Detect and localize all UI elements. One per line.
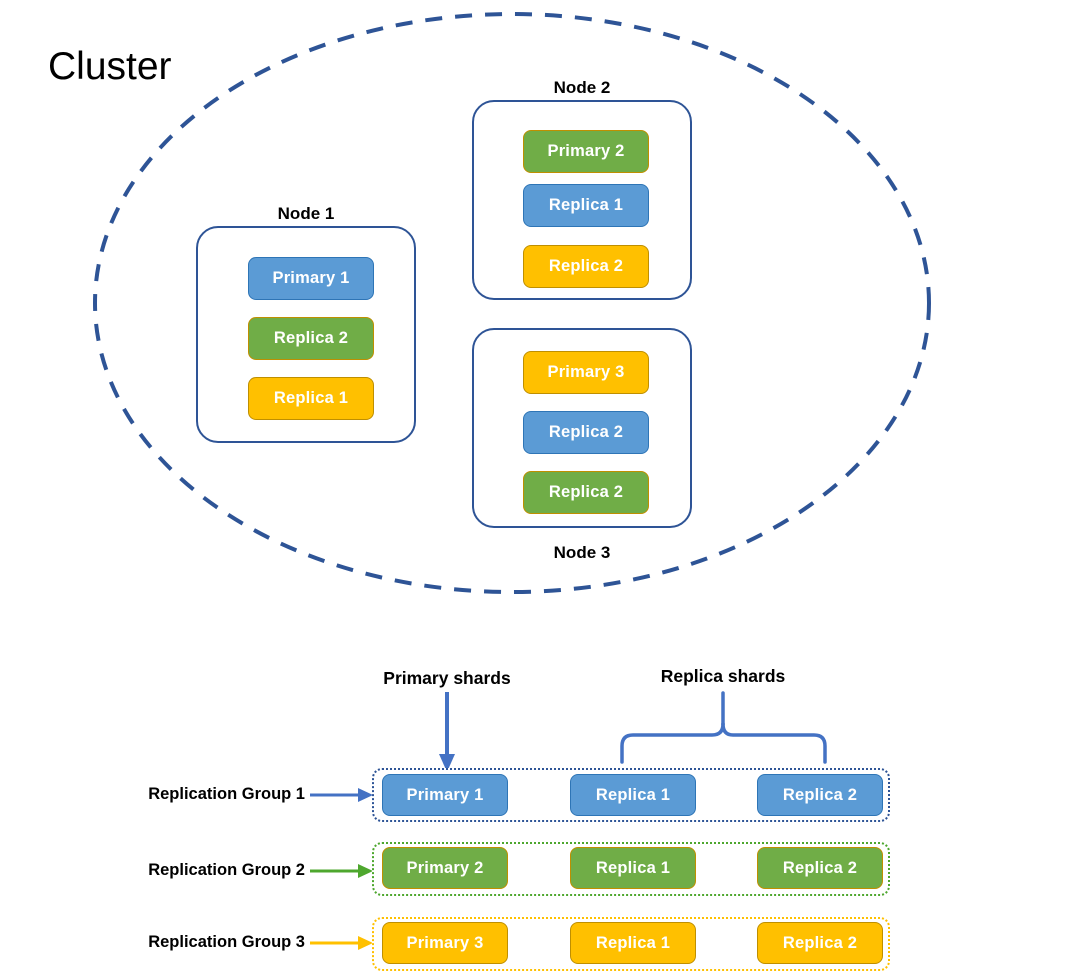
node-2-label: Node 2 xyxy=(553,78,611,97)
replication-group-1-shard-2[interactable]: Replica 2 xyxy=(757,774,883,816)
replication-group-3-shard-1[interactable]: Replica 1 xyxy=(570,922,696,964)
replication-group-1-label: Replication Group 1 xyxy=(148,785,305,803)
node-1-label: Node 1 xyxy=(277,204,335,223)
replication-group-3-arrow xyxy=(310,936,373,950)
replication-group-3-shard-2[interactable]: Replica 2 xyxy=(757,922,883,964)
node-1-shard-2[interactable]: Replica 1 xyxy=(248,377,374,420)
replication-group-2-shard-1[interactable]: Replica 1 xyxy=(570,847,696,889)
node-1-shard-0[interactable]: Primary 1 xyxy=(248,257,374,300)
node-2-shard-2[interactable]: Replica 2 xyxy=(523,245,649,288)
replication-group-2-shard-2[interactable]: Replica 2 xyxy=(757,847,883,889)
replication-group-1-shard-0[interactable]: Primary 1 xyxy=(382,774,508,816)
node-3-label: Node 3 xyxy=(553,543,611,562)
node-1-shard-1[interactable]: Replica 2 xyxy=(248,317,374,360)
primary-shards-arrow xyxy=(439,692,455,772)
replication-group-1-arrow xyxy=(310,788,373,802)
replication-group-3-label: Replication Group 3 xyxy=(148,933,305,951)
replication-group-1-shard-1[interactable]: Replica 1 xyxy=(570,774,696,816)
replication-group-2-shard-0[interactable]: Primary 2 xyxy=(382,847,508,889)
node-3-shard-0[interactable]: Primary 3 xyxy=(523,351,649,394)
replication-group-2-label: Replication Group 2 xyxy=(148,861,305,879)
node-2-shard-0[interactable]: Primary 2 xyxy=(523,130,649,173)
node-3-shard-1[interactable]: Replica 2 xyxy=(523,411,649,454)
cluster-title: Cluster xyxy=(48,45,172,88)
replica-shards-brace xyxy=(620,691,827,764)
replica-shards-callout-label: Replica shards xyxy=(660,666,786,686)
node-3-shard-2[interactable]: Replica 2 xyxy=(523,471,649,514)
primary-shards-callout-label: Primary shards xyxy=(383,668,511,688)
replication-group-2-arrow xyxy=(310,864,373,878)
replication-group-3-shard-0[interactable]: Primary 3 xyxy=(382,922,508,964)
node-2-shard-1[interactable]: Replica 1 xyxy=(523,184,649,227)
